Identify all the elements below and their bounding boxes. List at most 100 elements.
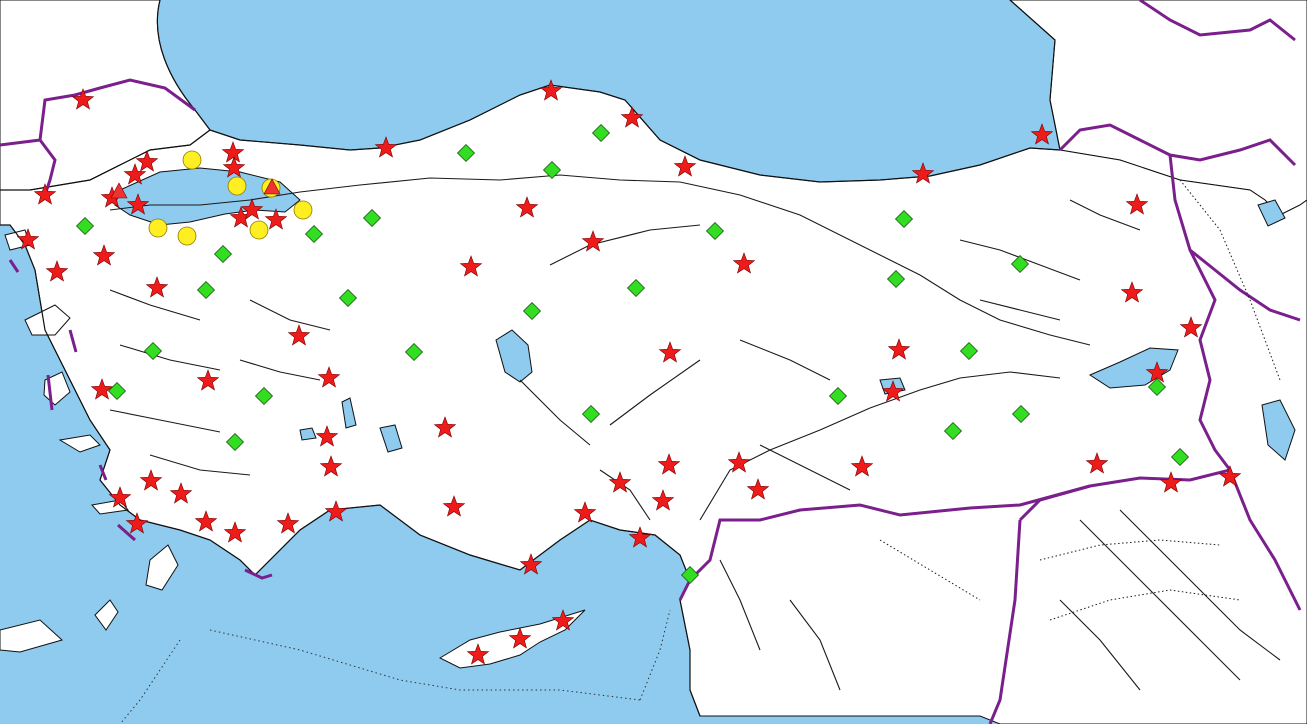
star-marker-9 bbox=[240, 198, 264, 220]
fault-west-2 bbox=[119, 344, 221, 371]
border-aegean-segment-5 bbox=[117, 523, 136, 542]
fault-north-anatolian bbox=[109, 174, 1091, 346]
star-marker-15 bbox=[374, 136, 398, 158]
star-marker-52 bbox=[727, 451, 751, 473]
border-greece-turkey bbox=[38, 139, 57, 196]
star-marker-27 bbox=[1179, 316, 1203, 338]
border-aegean-segment-4 bbox=[98, 464, 108, 481]
star-marker-22 bbox=[732, 252, 756, 274]
diamond-markers bbox=[75, 123, 1190, 585]
diamond-marker-26 bbox=[1170, 447, 1190, 467]
lake-burdur bbox=[299, 427, 317, 441]
circle-marker-5 bbox=[177, 226, 197, 246]
star-marker-10 bbox=[264, 208, 288, 230]
diamond-marker-12 bbox=[894, 209, 914, 229]
star-marker-7 bbox=[222, 156, 246, 178]
star-marker-44 bbox=[223, 521, 247, 543]
fault-central-4 bbox=[739, 339, 831, 381]
star-marker-25 bbox=[1125, 193, 1149, 215]
star-marker-29 bbox=[196, 369, 220, 391]
inland-water bbox=[114, 167, 1296, 461]
star-marker-24 bbox=[1030, 123, 1054, 145]
maritime-boundaries bbox=[119, 609, 671, 724]
star-marker-18 bbox=[673, 155, 697, 177]
diamond-marker-16 bbox=[143, 341, 163, 361]
star-marker-31 bbox=[90, 378, 114, 400]
triangle-markers bbox=[110, 178, 281, 199]
triangle-marker-1 bbox=[263, 178, 281, 195]
border-syria-iraq bbox=[988, 519, 1022, 724]
fault-west-1 bbox=[109, 289, 201, 321]
diamond-marker-7 bbox=[196, 280, 216, 300]
fault-central-1 bbox=[549, 224, 701, 266]
border-aegean-segment-2 bbox=[68, 329, 78, 353]
star-marker-14 bbox=[145, 276, 169, 298]
star-marker-11 bbox=[16, 228, 40, 250]
fault-west-3 bbox=[109, 409, 221, 433]
diamond-marker-1 bbox=[456, 143, 476, 163]
lake-sevan bbox=[1257, 199, 1286, 227]
fault-lines bbox=[109, 174, 1281, 691]
star-marker-32 bbox=[658, 341, 682, 363]
circle-marker-6 bbox=[249, 220, 269, 240]
star-marker-20 bbox=[581, 230, 605, 252]
land-island-samos bbox=[58, 434, 101, 453]
land-island-lesbos bbox=[24, 304, 71, 336]
diamond-marker-14 bbox=[1010, 254, 1030, 274]
border-kastellorizo bbox=[244, 568, 273, 580]
star-marker-1 bbox=[135, 150, 159, 172]
star-marker-53 bbox=[746, 478, 770, 500]
diamond-marker-2 bbox=[591, 123, 611, 143]
fault-central-2 bbox=[519, 379, 591, 446]
star-marker-55 bbox=[1085, 452, 1109, 474]
fault-zagros-2 bbox=[1119, 509, 1281, 661]
star-marker-61 bbox=[508, 627, 532, 649]
lake-egirdir bbox=[341, 397, 357, 429]
diamond-marker-24 bbox=[1011, 404, 1031, 424]
fault-west-4 bbox=[149, 454, 251, 476]
star-marker-12 bbox=[92, 244, 116, 266]
fault-west-6 bbox=[239, 359, 321, 381]
star-marker-42 bbox=[125, 512, 149, 534]
circle-marker-0 bbox=[182, 150, 202, 170]
star-marker-48 bbox=[573, 501, 597, 523]
star-marker-19 bbox=[515, 196, 539, 218]
fault-zagros-3 bbox=[1059, 599, 1141, 691]
circle-marker-3 bbox=[293, 200, 313, 220]
star-marker-30 bbox=[317, 366, 341, 388]
fault-south-2 bbox=[719, 559, 761, 651]
star-marker-17 bbox=[620, 106, 644, 128]
inferred-faults bbox=[879, 179, 1281, 621]
star-marker-39 bbox=[139, 469, 163, 491]
star-marker-38 bbox=[319, 455, 343, 477]
diamond-marker-27 bbox=[680, 565, 700, 585]
star-marker-57 bbox=[1218, 465, 1242, 487]
star-marker-6 bbox=[126, 193, 150, 215]
coastline-south bbox=[0, 224, 691, 581]
star-marker-54 bbox=[850, 455, 874, 477]
coastline-caucasus bbox=[1009, 0, 1061, 151]
diamond-marker-23 bbox=[943, 421, 963, 441]
star-marker-28 bbox=[287, 324, 311, 346]
lake-beysehir bbox=[379, 424, 403, 453]
star-marker-4 bbox=[33, 183, 57, 205]
star-marker-45 bbox=[276, 512, 300, 534]
star-marker-47 bbox=[442, 495, 466, 517]
diamond-marker-10 bbox=[626, 278, 646, 298]
border-bulgaria-greece bbox=[0, 78, 196, 147]
fault-central-5 bbox=[759, 444, 851, 491]
triangle-marker-0 bbox=[110, 182, 128, 199]
sea-marmara bbox=[114, 167, 301, 226]
star-marker-35 bbox=[1145, 361, 1169, 383]
star-marker-36 bbox=[315, 425, 339, 447]
star-marker-21 bbox=[459, 255, 483, 277]
border-armenia-turkey bbox=[1168, 154, 1301, 322]
diamond-marker-5 bbox=[304, 224, 324, 244]
border-aegean-segment-1 bbox=[8, 259, 20, 273]
star-marker-62 bbox=[466, 643, 490, 665]
star-marker-26 bbox=[1120, 281, 1144, 303]
star-marker-23 bbox=[911, 162, 935, 184]
diamond-marker-18 bbox=[254, 386, 274, 406]
